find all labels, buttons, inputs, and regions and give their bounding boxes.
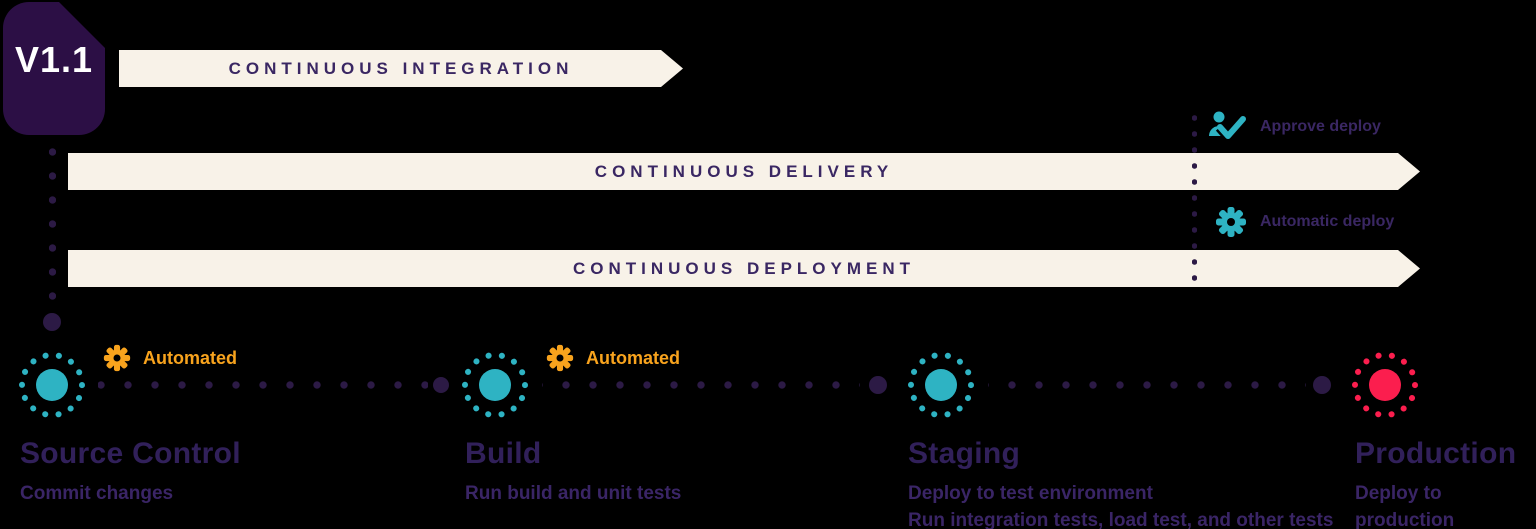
- stage-source-control: Source Control Commit changes: [20, 438, 241, 507]
- automated-label: Automated: [143, 347, 237, 368]
- stage-production: Production Deploy to production environm…: [1355, 438, 1536, 529]
- banner-continuous-deployment: CONTINUOUS DEPLOYMENT: [68, 250, 1420, 287]
- gear-icon: [1216, 207, 1246, 237]
- banner-continuous-deployment-label: CONTINUOUS DEPLOYMENT: [572, 258, 916, 278]
- production-node: [1347, 347, 1423, 423]
- banner-continuous-integration: CONTINUOUS INTEGRATION: [119, 50, 683, 87]
- stage-staging: Staging Deploy to test environment Run i…: [908, 438, 1338, 529]
- stage-description-line: Deploy to test environment: [908, 483, 1153, 504]
- stage-description: Deploy to production environment: [1355, 483, 1455, 529]
- stage-description: Run build and unit tests: [465, 483, 682, 504]
- timeline-dotted-segment-1: [98, 381, 428, 389]
- stage-title: Staging: [908, 437, 1021, 470]
- approve-deploy-label: Approve deploy: [1260, 117, 1381, 135]
- stage-description-line: Run integration tests, load test, and ot…: [908, 510, 1334, 529]
- approve-deploy-annotation: Approve deploy: [1207, 110, 1381, 143]
- gear-icon: [546, 344, 574, 372]
- stage-title: Source Control: [20, 437, 241, 470]
- automatic-deploy-label: Automatic deploy: [1260, 213, 1395, 230]
- person-check-icon: [1209, 111, 1247, 143]
- stage-title: Build: [465, 437, 542, 470]
- automatic-deploy-annotation: Automatic deploy: [1215, 206, 1394, 238]
- banner-continuous-delivery: CONTINUOUS DELIVERY: [68, 153, 1420, 190]
- source-control-node: [14, 347, 90, 423]
- automated-annotation-source-control: Automated: [103, 344, 237, 372]
- timeline-waypoint-dot: [433, 377, 449, 393]
- banner-continuous-integration-label: CONTINUOUS INTEGRATION: [228, 58, 574, 78]
- version-badge-label: V1.1: [14, 38, 94, 80]
- stage-description: Deploy to test environment Run integrati…: [908, 480, 1338, 529]
- automated-label: Automated: [586, 347, 680, 368]
- timeline-waypoint-dot: [869, 376, 887, 394]
- vertical-dotted-connector-left: [49, 140, 56, 308]
- stage-build: Build Run build and unit tests: [465, 438, 681, 507]
- timeline-dotted-segment-2: [542, 381, 860, 389]
- timeline-waypoint-dot: [1313, 376, 1331, 394]
- banner-continuous-delivery-label: CONTINUOUS DELIVERY: [594, 161, 894, 181]
- stage-title: Production: [1355, 437, 1517, 470]
- gear-icon: [103, 344, 131, 372]
- timeline-dotted-segment-3: [988, 381, 1306, 389]
- stage-description: Commit changes: [20, 483, 174, 504]
- build-node: [457, 347, 533, 423]
- staging-node: [903, 347, 979, 423]
- connector-end-dot: [43, 313, 61, 331]
- automated-annotation-build: Automated: [546, 344, 680, 372]
- vertical-dotted-connector-right: [1192, 110, 1197, 282]
- version-badge: V1.1: [3, 2, 105, 135]
